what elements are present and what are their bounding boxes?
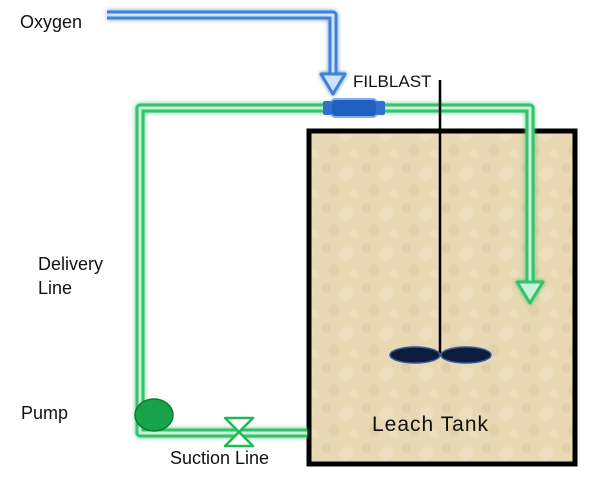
leach-tank-label: Leach Tank: [372, 413, 490, 436]
oxygen-line: [107, 10, 347, 96]
discharge-arrow-icon: [515, 280, 545, 305]
filblast-label: FILBLAST: [353, 72, 432, 91]
valve-icon: [223, 416, 255, 448]
delivery-line: [135, 103, 545, 438]
suction-line-label: Suction Line: [170, 448, 270, 468]
impeller-blade-right: [440, 346, 492, 364]
pump-label: Pump: [21, 403, 69, 423]
filblast-unit: [323, 98, 385, 118]
oxygen-arrow-icon: [319, 72, 347, 96]
delivery-line-label-2: Line: [38, 278, 73, 298]
impeller-blade-left: [389, 346, 441, 364]
oxygen-label: Oxygen: [20, 12, 83, 32]
agitator: [389, 80, 492, 364]
pump-icon: [134, 398, 174, 432]
delivery-line-label: Delivery: [38, 254, 104, 274]
